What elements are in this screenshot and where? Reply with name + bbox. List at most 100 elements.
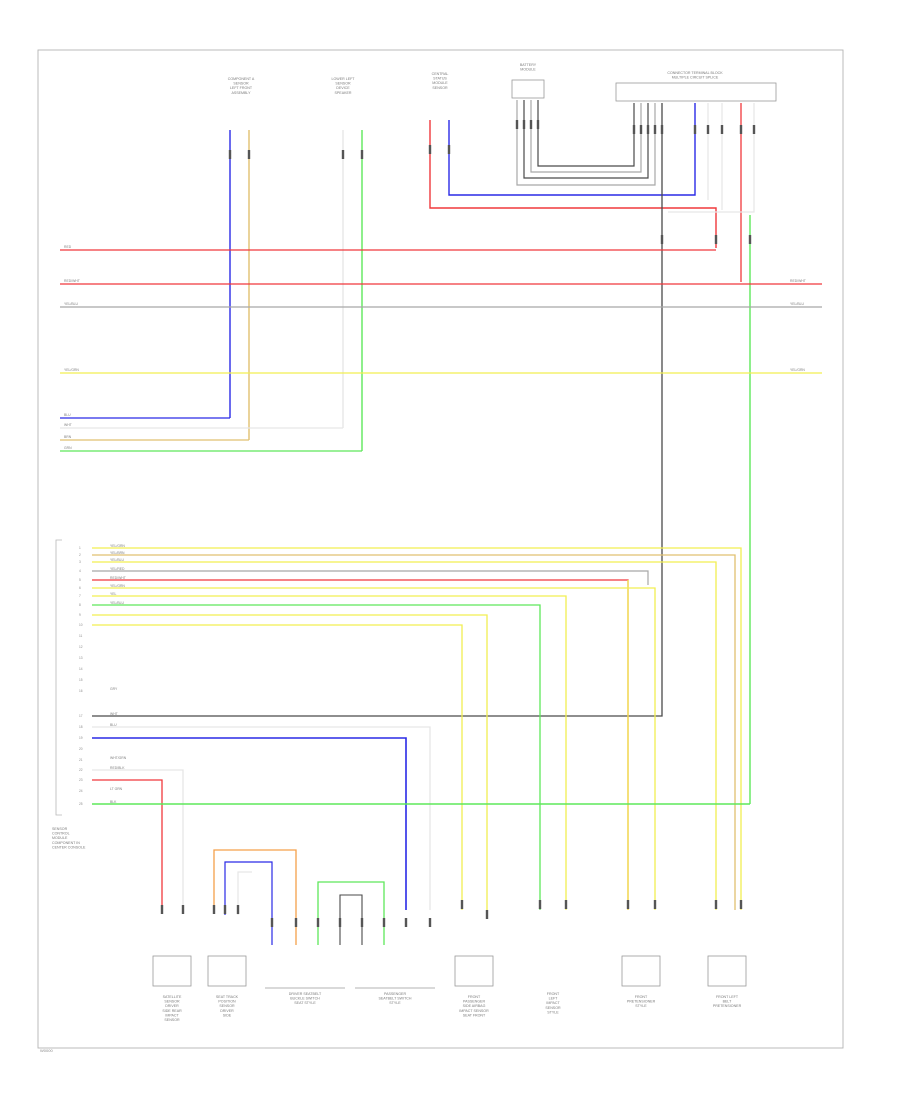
pin-mark	[639, 125, 643, 134]
connector-pin-number: 16	[79, 689, 83, 693]
pin-mark	[752, 125, 756, 134]
connector-pin-number: 12	[79, 645, 83, 649]
connector-pin-number: 2	[79, 553, 81, 557]
pin-mark	[739, 125, 743, 134]
pin-mark	[626, 900, 630, 909]
connector-pin-number: 6	[79, 586, 81, 590]
connector-pin-number: 13	[79, 656, 83, 660]
pin-mark	[485, 910, 489, 919]
pin-mark	[428, 145, 432, 154]
pin-mark	[706, 125, 710, 134]
bus-wires: RED RED/WHT RED/WHT YEL/BLU YEL/BLU YEL/…	[60, 245, 822, 452]
connector-pin-number: 19	[79, 736, 83, 740]
pin-mark	[653, 900, 657, 909]
diagram-code: W0000	[40, 1048, 53, 1053]
connector-pin-number: 1	[79, 546, 81, 550]
connector-pin-wire-label: YEL/BLU	[110, 558, 124, 562]
connector-pin-number: 21	[79, 758, 83, 762]
pin-mark	[360, 150, 364, 159]
pin-mark	[660, 125, 664, 134]
connector-pin-number: 15	[79, 678, 83, 682]
pin-mark	[338, 918, 342, 927]
connector-pin-number: 10	[79, 623, 83, 627]
pin-mark	[460, 900, 464, 909]
battery-module-box	[511, 79, 545, 99]
connector-pin-wire-label: RED/WHT	[110, 576, 126, 580]
bus-wire-label: RED/WHT	[64, 279, 80, 283]
sensor-box	[152, 955, 192, 987]
control-module-connector: 1YEL/GRN2YEL/BRN3YEL/BLU4YEL/RED5RED/WHT…	[52, 539, 127, 849]
pin-mark	[693, 125, 697, 134]
bus-wire-label: YEL/BLU	[64, 302, 78, 306]
bus-wire-label: WHT	[64, 423, 72, 427]
bus-wire-label: RED/WHT	[790, 279, 806, 283]
pin-mark	[360, 918, 364, 927]
bus-wire-label: YEL/BLU	[790, 302, 804, 306]
connector-pin-wire-label: YEL	[110, 592, 117, 596]
pin-mark	[646, 125, 650, 134]
connector-pin-wire-label: RED/BLK	[110, 766, 125, 770]
diagram-frame	[37, 49, 844, 1049]
bus-wire-label: RED	[64, 245, 72, 249]
connector-pin-wire-label: BLK	[110, 800, 117, 804]
connector-pin-wire-label: YEL/GRN	[110, 584, 125, 588]
pin-mark	[247, 150, 251, 159]
sensor-box	[454, 955, 494, 987]
pin-mark	[428, 918, 432, 927]
connector-pin-wire-label: YEL/BRN	[110, 551, 125, 555]
connector-pin-number: 3	[79, 560, 81, 564]
sensor-box	[207, 955, 247, 987]
bus-wire-label: YEL/GRN	[64, 368, 79, 372]
pin-mark	[294, 918, 298, 927]
bus-wire-label: BLU	[64, 413, 71, 417]
pin-mark	[212, 905, 216, 914]
pin-mark	[270, 918, 274, 927]
connector-pin-wire-label: LT GRN	[110, 787, 123, 791]
terminal-block-box	[615, 82, 777, 102]
pin-mark	[632, 125, 636, 134]
connector-pin-number: 8	[79, 603, 81, 607]
pin-mark	[223, 905, 227, 914]
pin-mark	[660, 235, 664, 244]
sensor-box	[707, 955, 747, 987]
connector-pin-number: 5	[79, 578, 81, 582]
connector-pin-wire-label: WHT	[110, 712, 118, 716]
pin-mark	[536, 120, 540, 129]
connector-pin-number: 18	[79, 725, 83, 729]
bus-wire-label: BRN	[64, 435, 72, 439]
connector-pin-number: 25	[79, 802, 83, 806]
pin-mark	[564, 900, 568, 909]
connector-pin-number: 9	[79, 613, 81, 617]
pin-mark	[522, 120, 526, 129]
connector-pin-marks	[160, 120, 756, 927]
pin-mark	[653, 125, 657, 134]
connector-pin-wire-label: YEL/RED	[110, 567, 125, 571]
connector-pin-number: 4	[79, 569, 81, 573]
connector-pin-wire-label: YEL/GRN	[110, 544, 125, 548]
pin-mark	[181, 905, 185, 914]
connector-pin-number: 7	[79, 594, 81, 598]
pin-mark	[714, 900, 718, 909]
pin-mark	[720, 125, 724, 134]
connector-pin-number: 20	[79, 747, 83, 751]
connector-pin-wire-label: BLU	[110, 723, 117, 727]
connector-pin-number: 14	[79, 667, 83, 671]
pin-mark	[515, 120, 519, 129]
pin-mark	[341, 150, 345, 159]
pin-mark	[160, 905, 164, 914]
connector-pin-wire-label: GRY	[110, 687, 118, 691]
pin-mark	[538, 900, 542, 909]
pin-mark	[236, 905, 240, 914]
